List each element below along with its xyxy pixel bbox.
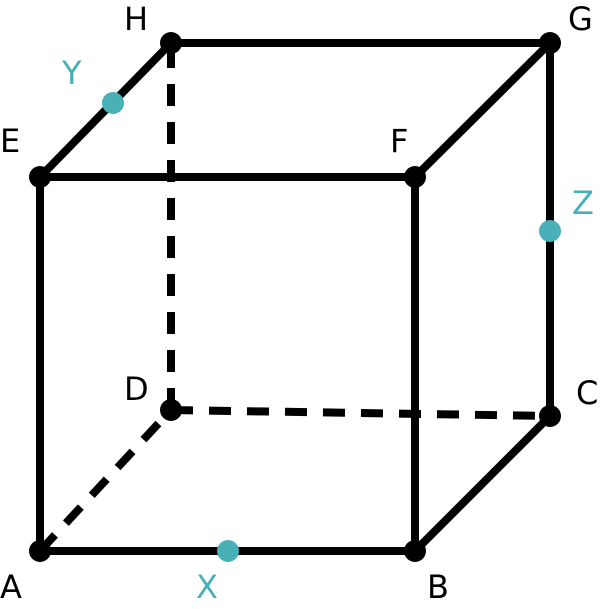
label-X: X <box>196 568 218 606</box>
label-A: A <box>0 568 22 606</box>
label-Y: Y <box>61 54 82 92</box>
midpoint-Y <box>102 92 124 114</box>
vertex-B <box>404 540 426 562</box>
vertex-F <box>404 166 426 188</box>
vertex-A <box>29 540 51 562</box>
midpoint-X <box>217 540 239 562</box>
vertex-H <box>160 32 182 54</box>
midpoint-Z <box>539 220 561 242</box>
label-G: G <box>568 0 593 38</box>
label-B: B <box>427 568 449 606</box>
edge-AD <box>37 407 174 554</box>
label-E: E <box>0 122 20 160</box>
edge-FG <box>411 39 554 181</box>
label-Z: Z <box>572 184 594 222</box>
vertex-C <box>539 405 561 427</box>
label-F: F <box>390 122 408 160</box>
vertex-E <box>29 166 51 188</box>
label-C: C <box>576 374 598 412</box>
edge-BC <box>411 412 554 555</box>
vertex-G <box>539 32 561 54</box>
label-D: D <box>124 370 149 408</box>
vertex-D <box>160 399 182 421</box>
edge-DC <box>170 406 551 420</box>
label-H: H <box>124 0 148 38</box>
